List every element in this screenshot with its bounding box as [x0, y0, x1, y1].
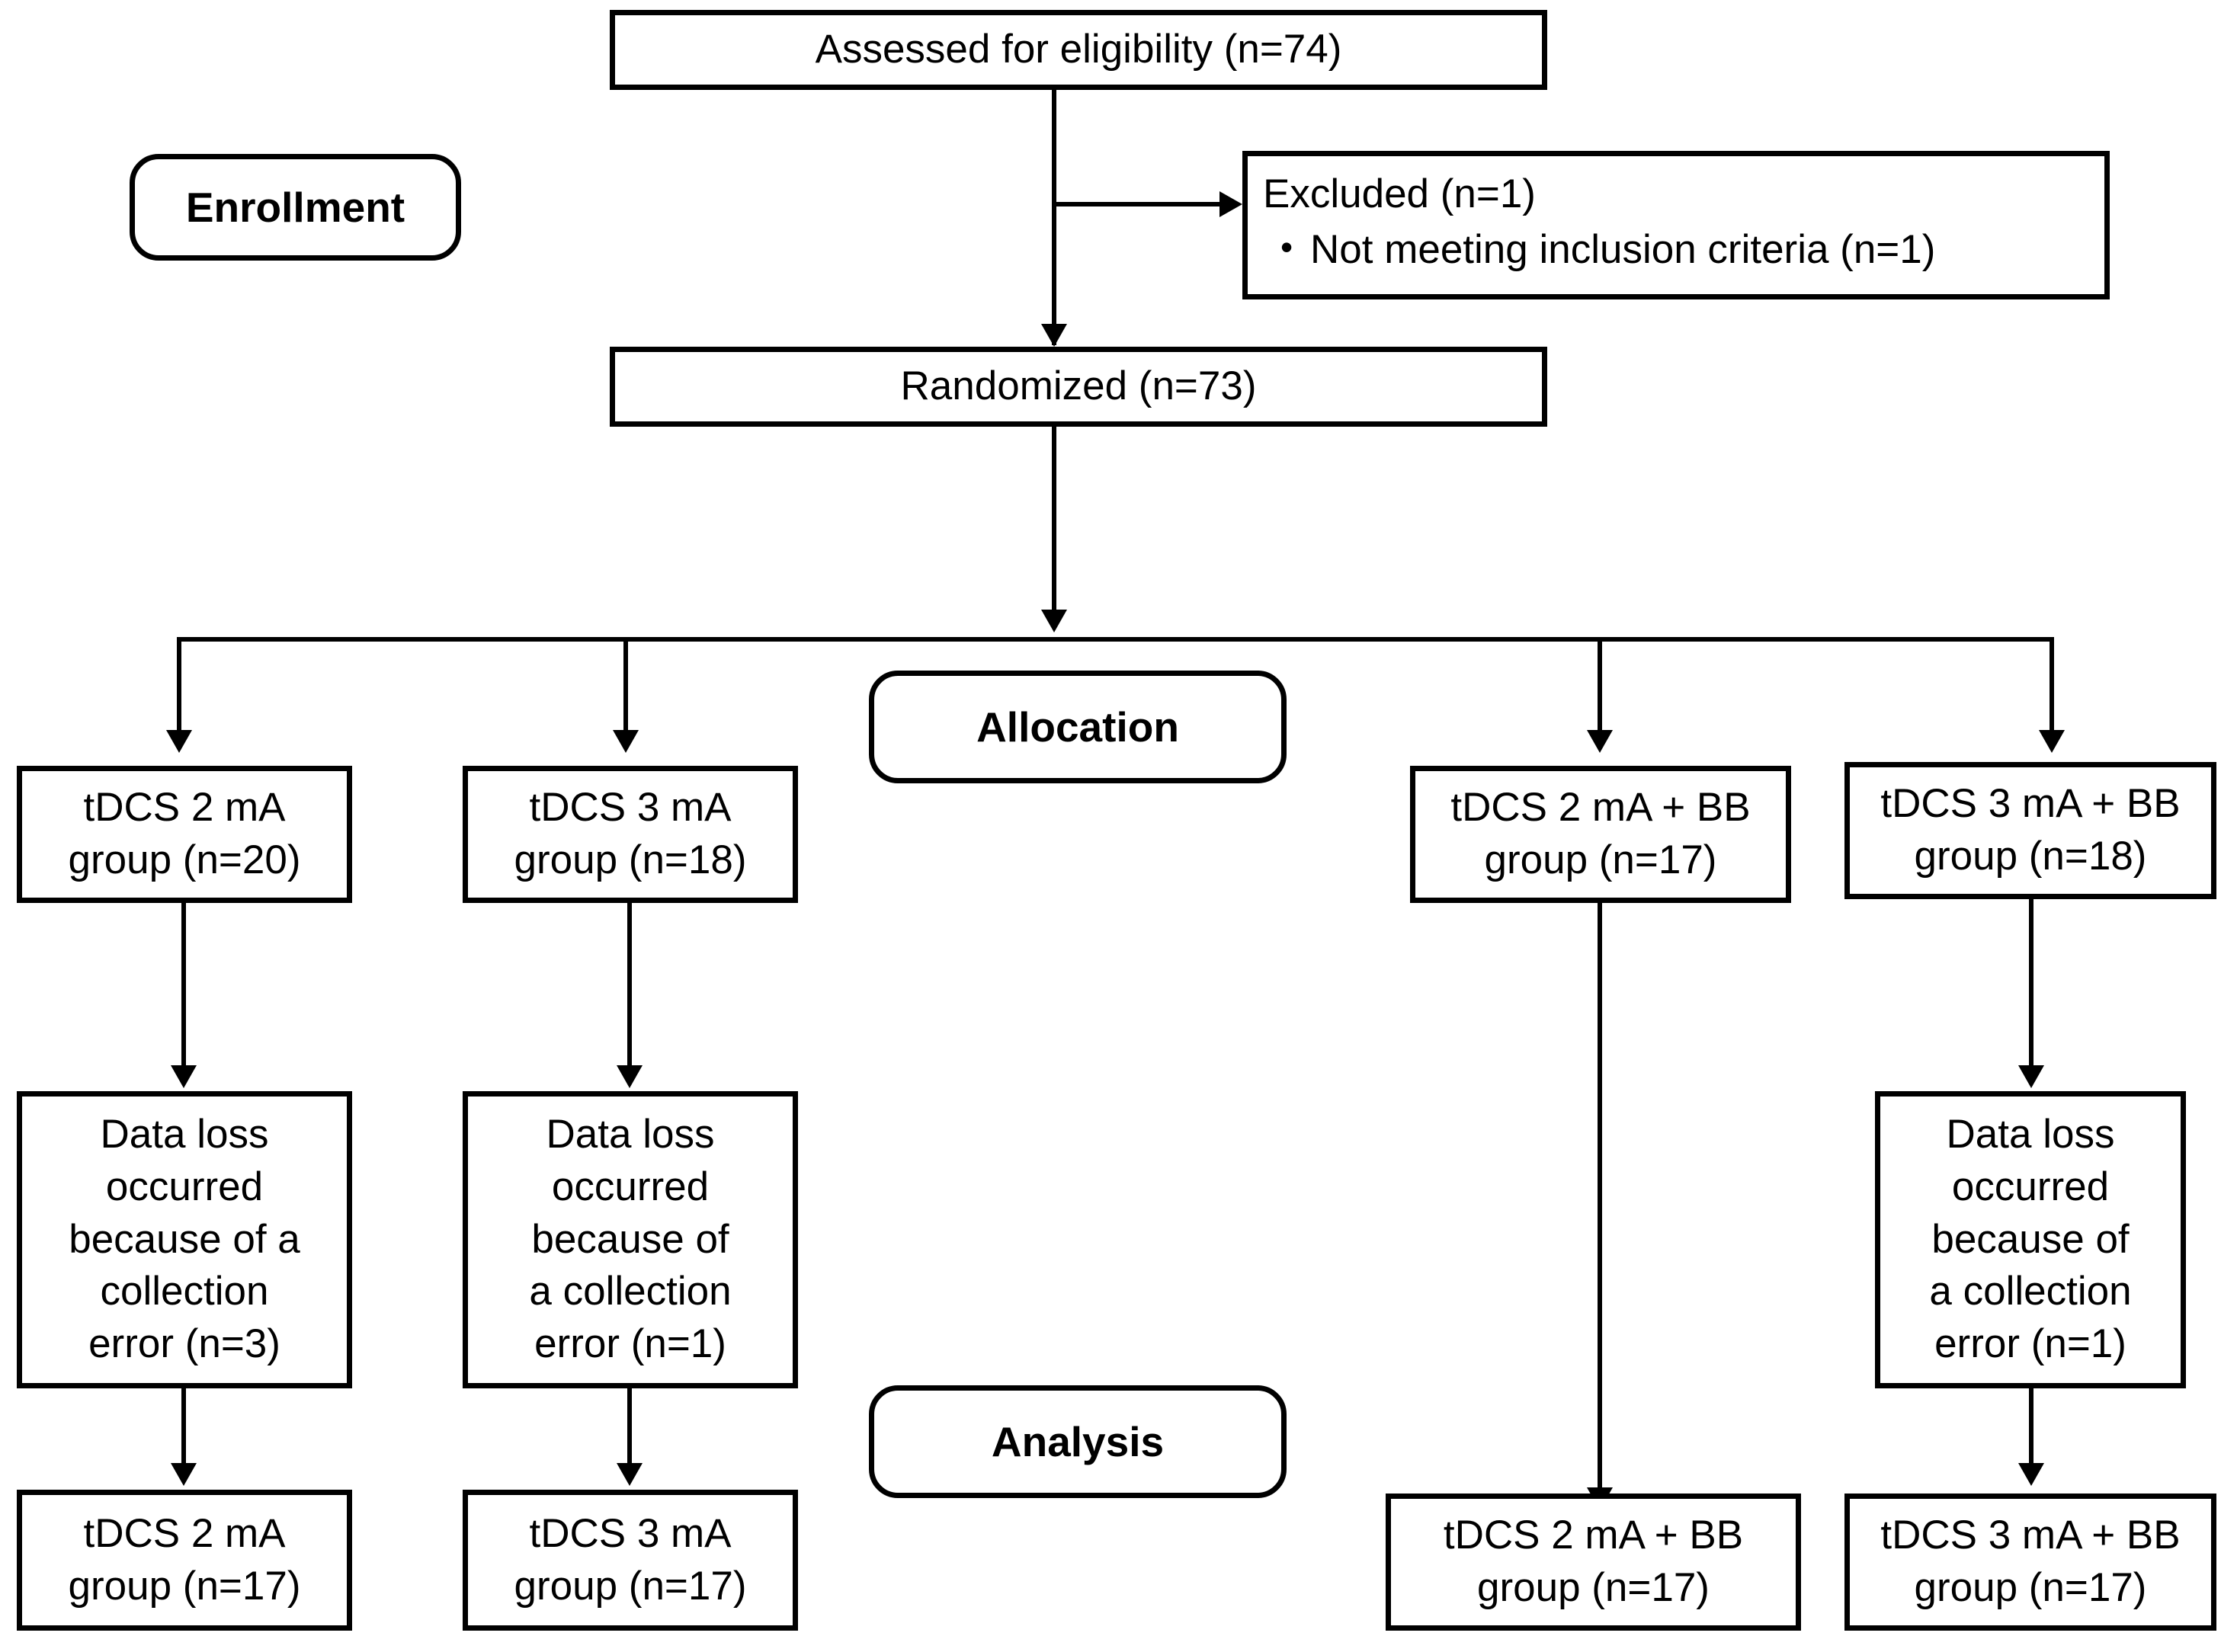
connector-bus-to-group-3 — [1598, 637, 1602, 736]
node-randomized: Randomized (n=73) — [610, 347, 1547, 427]
excluded-heading: Excluded (n=1) — [1263, 171, 1536, 216]
arrow-bus-to-group-1 — [166, 730, 192, 753]
connector-randomized-to-bus — [1052, 427, 1056, 617]
node-allocated-group-4: tDCS 3 mA + BB group (n=18) — [1844, 762, 2216, 899]
arrow-dataloss2-to-analysis — [617, 1463, 643, 1486]
arrow-assessed-to-randomized — [1041, 324, 1067, 347]
arrow-dataloss4-to-analysis — [2018, 1463, 2044, 1486]
arrow-randomized-to-bus — [1041, 610, 1067, 632]
connector-assessed-to-randomized — [1052, 90, 1056, 345]
connector-dataloss2-to-analysis — [627, 1388, 632, 1468]
connector-bus-to-group-2 — [623, 637, 628, 736]
connector-bus-to-group-4 — [2050, 637, 2054, 736]
arrow-group4-to-dataloss — [2018, 1065, 2044, 1088]
excluded-reason-item: • Not meeting inclusion criteria (n=1) — [1263, 226, 2089, 275]
connector-group4-to-dataloss — [2029, 899, 2033, 1071]
node-dataloss-group-2: Data loss occurred because of a collecti… — [463, 1091, 798, 1388]
connector-dataloss1-to-analysis — [181, 1388, 186, 1468]
node-dataloss-group-1: Data loss occurred because of a collecti… — [17, 1091, 352, 1388]
node-allocated-group-1: tDCS 2 mA group (n=20) — [17, 766, 352, 903]
node-allocated-group-3: tDCS 2 mA + BB group (n=17) — [1410, 766, 1791, 903]
arrow-bus-to-group-2 — [613, 730, 639, 753]
stage-label-enrollment: Enrollment — [130, 154, 461, 261]
arrow-bus-to-group-4 — [2039, 730, 2065, 753]
allocation-bus — [177, 637, 2052, 642]
connector-assessed-to-excluded — [1054, 202, 1229, 206]
node-analyzed-group-3: tDCS 2 mA + BB group (n=17) — [1386, 1494, 1801, 1631]
stage-label-analysis: Analysis — [869, 1385, 1287, 1498]
stage-label-allocation: Allocation — [869, 671, 1287, 783]
bullet-icon: • — [1280, 226, 1293, 267]
node-excluded: Excluded (n=1) • Not meeting inclusion c… — [1242, 151, 2110, 299]
arrow-dataloss1-to-analysis — [171, 1463, 197, 1486]
connector-group1-to-dataloss — [181, 903, 186, 1071]
connector-group2-to-dataloss — [627, 903, 632, 1071]
node-analyzed-group-2: tDCS 3 mA group (n=17) — [463, 1490, 798, 1631]
arrow-assessed-to-excluded — [1219, 191, 1242, 217]
arrow-bus-to-group-3 — [1587, 730, 1613, 753]
node-analyzed-group-4: tDCS 3 mA + BB group (n=17) — [1844, 1494, 2216, 1631]
excluded-reason-text: Not meeting inclusion criteria (n=1) — [1310, 226, 1936, 272]
node-allocated-group-2: tDCS 3 mA group (n=18) — [463, 766, 798, 903]
connector-bus-to-group-1 — [177, 637, 181, 736]
node-assessed-for-eligibility: Assessed for eligibility (n=74) — [610, 10, 1547, 90]
connector-dataloss4-to-analysis — [2029, 1388, 2033, 1468]
connector-group3-to-analysis — [1598, 903, 1602, 1494]
node-dataloss-group-4: Data loss occurred because of a collecti… — [1875, 1091, 2186, 1388]
arrow-group2-to-dataloss — [617, 1065, 643, 1088]
node-analyzed-group-1: tDCS 2 mA group (n=17) — [17, 1490, 352, 1631]
arrow-group1-to-dataloss — [171, 1065, 197, 1088]
